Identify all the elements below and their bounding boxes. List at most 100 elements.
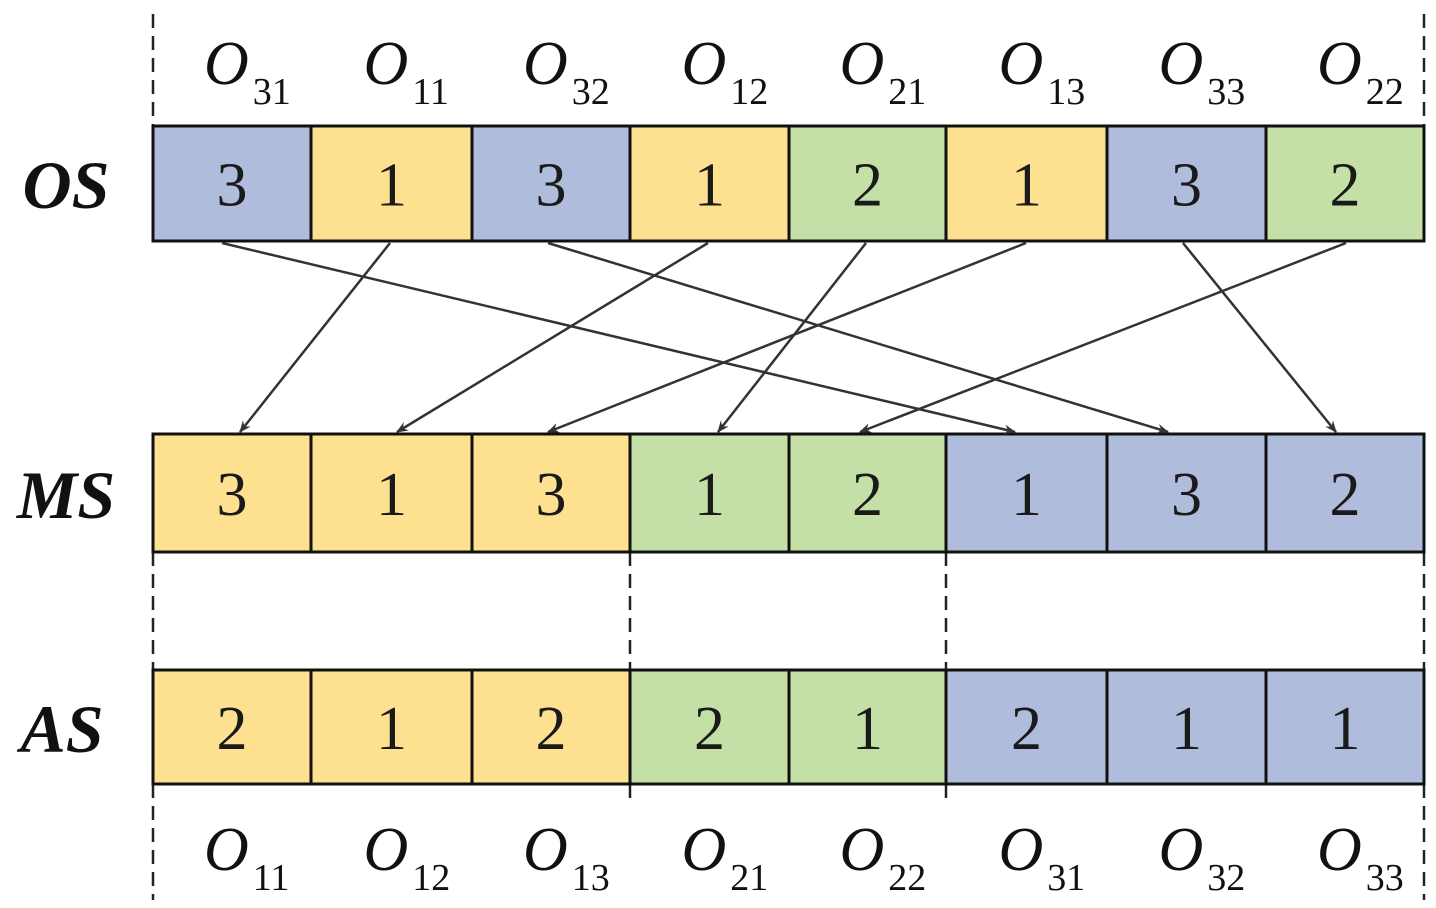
as-cell-box — [1264, 668, 1426, 786]
ms-cell-box — [944, 432, 1109, 554]
ms-cell-value: 3 — [536, 461, 567, 529]
mapping-arrow — [547, 241, 1027, 434]
as-cell-value: 1 — [1171, 695, 1202, 763]
mapping-arrows — [221, 241, 1347, 435]
os-cell: 2 — [787, 124, 948, 243]
as-cell: 1 — [1264, 668, 1426, 786]
ms-cell-value: 1 — [1011, 461, 1042, 529]
ms-row-label: MS — [16, 457, 115, 533]
mapping-arrow — [221, 241, 1016, 435]
ms-cell: 3 — [151, 432, 313, 554]
os-cell-value: 2 — [1330, 152, 1361, 220]
os-cell: 1 — [944, 124, 1109, 243]
gene-cells: 3 1 3 1 2 1 3 2 3 1 3 1 2 1 3 2 2 1 2 2 1 2 1 1 — [151, 124, 1426, 786]
as-cell-box — [1105, 668, 1268, 786]
ms-cell-box — [470, 432, 632, 554]
os-cell-box — [628, 124, 791, 243]
mapping-arrow — [239, 242, 391, 433]
as-cell: 2 — [470, 668, 632, 786]
ms-cell: 1 — [628, 432, 791, 554]
as-cell-value: 2 — [1011, 695, 1042, 763]
mapping-arrow — [717, 242, 867, 433]
as-cell-value: 1 — [376, 695, 407, 763]
as-cell-value: 2 — [217, 695, 248, 763]
ms-cell-value: 1 — [694, 461, 725, 529]
as-cell: 1 — [787, 668, 948, 786]
os-cell-box — [944, 124, 1109, 243]
group-boundary-guides — [151, 14, 1426, 900]
ms-cell: 1 — [944, 432, 1109, 554]
as-cell-value: 2 — [536, 695, 567, 763]
as-cell-value: 1 — [852, 695, 883, 763]
row-labels: OS MS AS — [16, 147, 115, 767]
ms-cell-value: 3 — [1171, 461, 1202, 529]
ms-cell-value: 1 — [376, 461, 407, 529]
mapping-arrow — [547, 241, 1169, 434]
as-cell: 2 — [944, 668, 1109, 786]
os-cell: 1 — [309, 124, 474, 243]
ms-cell-box — [1264, 432, 1426, 554]
os-cell-value: 1 — [1011, 152, 1042, 220]
ms-cell: 3 — [470, 432, 632, 554]
mapping-arrow — [1182, 242, 1337, 433]
os-cell: 2 — [1264, 124, 1426, 243]
as-cell-value: 2 — [694, 695, 725, 763]
os-cell: 3 — [470, 124, 632, 243]
ms-cell-value: 3 — [217, 461, 248, 529]
ms-cell-value: 2 — [852, 461, 883, 529]
ms-cell: 1 — [309, 432, 474, 554]
os-cell-value: 3 — [536, 152, 567, 220]
os-cell-value: 1 — [376, 152, 407, 220]
as-cell: 1 — [309, 668, 474, 786]
ms-cell-value: 2 — [1330, 461, 1361, 529]
os-cell-value: 2 — [852, 152, 883, 220]
ms-cell-box — [628, 432, 791, 554]
os-cell-value: 1 — [694, 152, 725, 220]
ms-cell: 2 — [787, 432, 948, 554]
mapping-arrow — [396, 241, 709, 434]
ms-cell: 2 — [1264, 432, 1426, 554]
ms-cell: 3 — [1105, 432, 1268, 554]
as-cell-value: 1 — [1330, 695, 1361, 763]
os-cell-box — [787, 124, 948, 243]
ms-cell-box — [151, 432, 313, 554]
os-cell-box — [1264, 124, 1426, 243]
as-cell-box — [151, 668, 313, 786]
os-cell-box — [1105, 124, 1268, 243]
os-row-label: OS — [23, 147, 110, 223]
as-cell: 2 — [628, 668, 791, 786]
as-cell: 1 — [1105, 668, 1268, 786]
os-cell: 3 — [151, 124, 313, 243]
os-cell: 3 — [1105, 124, 1268, 243]
as-cell: 2 — [151, 668, 313, 786]
os-cell-box — [151, 124, 313, 243]
os-cell: 1 — [628, 124, 791, 243]
ms-cell-box — [787, 432, 948, 554]
as-row-label: AS — [16, 691, 103, 767]
os-cell-value: 3 — [217, 152, 248, 220]
os-cell-value: 3 — [1171, 152, 1202, 220]
mapping-arrow — [859, 241, 1347, 434]
as-cell-box — [309, 668, 474, 786]
as-cell-box — [787, 668, 948, 786]
ms-cell-box — [309, 432, 474, 554]
